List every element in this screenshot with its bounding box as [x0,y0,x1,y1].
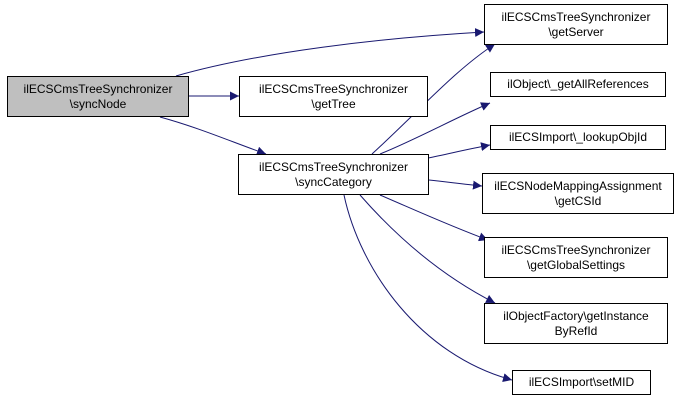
edge-synccategory-to-getserver [371,43,496,155]
node-setmid-line1: ilECSImport\setMID [528,375,635,389]
node-getserver-line1: ilECSCmsTreeSynchronizer [501,9,651,24]
node-getglobalsettings-line1: ilECSCmsTreeSynchronizer [501,242,651,257]
edge-syncnode-to-synccategory [159,116,267,156]
edge-synccategory-to-getglobalsettings [379,194,489,242]
node-getcsid-line2: \getCSId [554,193,602,208]
edge-synccategory-to-getinstancebyrefid [359,194,496,304]
edge-syncnode-to-getserver [175,28,485,77]
node-gettree[interactable]: ilECSCmsTreeSynchronizer \getTree [239,76,428,117]
node-synccategory[interactable]: ilECSCmsTreeSynchronizer \syncCategory [238,154,429,195]
edge-synccategory-to-getallreferences [379,102,491,155]
node-lookupobjid[interactable]: ilECSImport\_lookupObjId [490,125,666,150]
edge-synccategory-to-getcsid [428,179,483,190]
edge-synccategory-to-setmid [343,194,513,382]
node-getallreferences[interactable]: ilObject\_getAllReferences [490,72,666,97]
node-getglobalsettings-line2: \getGlobalSettings [526,257,626,272]
node-synccategory-line2: \syncCategory [295,174,372,189]
node-getserver-line2: \getServer [548,24,604,39]
node-gettree-line1: ilECSCmsTreeSynchronizer [259,81,408,96]
edge-synccategory-to-lookupobjid [427,142,491,159]
node-lookupobjid-line1: ilECSImport\_lookupObjId [508,130,648,144]
node-getglobalsettings[interactable]: ilECSCmsTreeSynchronizer \getGlobalSetti… [484,237,668,278]
node-getallreferences-line1: ilObject\_getAllReferences [507,77,649,91]
node-gettree-line2: \getTree [311,96,356,111]
node-getinstancebyrefid-line1: ilObjectFactory\getInstance [503,308,649,323]
node-getcsid[interactable]: ilECSNodeMappingAssignment \getCSId [482,173,674,214]
node-getinstancebyrefid-line2: ByRefId [554,323,598,338]
node-syncnode[interactable]: ilECSCmsTreeSynchronizer \syncNode [7,76,189,117]
node-syncnode-line1: ilECSCmsTreeSynchronizer [23,81,173,96]
node-getinstancebyrefid[interactable]: ilObjectFactory\getInstance ByRefId [484,303,668,344]
node-setmid[interactable]: ilECSImport\setMID [512,370,651,395]
node-synccategory-line1: ilECSCmsTreeSynchronizer [259,159,408,174]
node-getcsid-line1: ilECSNodeMappingAssignment [494,178,662,193]
node-getserver[interactable]: ilECSCmsTreeSynchronizer \getServer [484,4,668,45]
node-syncnode-line2: \syncNode [69,96,127,111]
